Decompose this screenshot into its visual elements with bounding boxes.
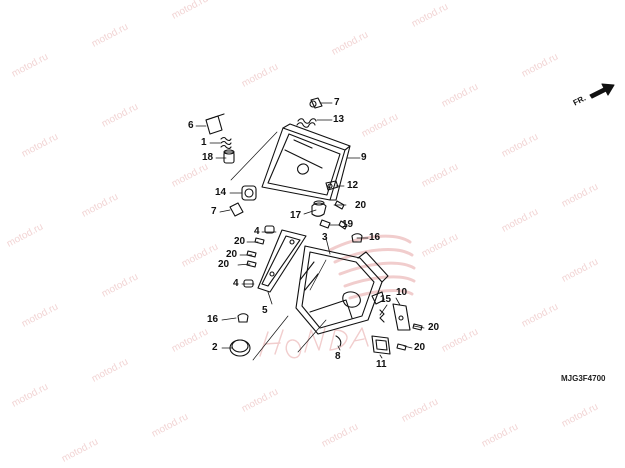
callout-9: 9 [361, 152, 367, 163]
callout-4: 4 [254, 226, 260, 237]
assembly-guide-lines [230, 131, 327, 361]
callout-16: 16 [369, 232, 381, 243]
part-10-latch [392, 303, 411, 331]
part-15-clip [379, 309, 385, 323]
part-7-pin-top [309, 97, 323, 109]
callout-7: 7 [334, 97, 340, 108]
callout-1: 1 [201, 137, 207, 148]
part-2-cap [229, 339, 251, 357]
callout-16: 16 [207, 314, 219, 325]
part-20-screws [246, 200, 423, 351]
part-8-seal [335, 335, 342, 347]
callout-8: 8 [335, 351, 341, 362]
part-11-latch [371, 335, 391, 355]
callout-15: 15 [380, 294, 392, 305]
part-13-spring [296, 118, 317, 128]
leader-lines [195, 102, 425, 359]
diagram-code: MJG3F4700 [561, 374, 606, 383]
callout-2: 2 [212, 342, 218, 353]
front-arrow-icon [589, 83, 615, 99]
callout-11: 11 [376, 359, 387, 370]
part-12-clip [325, 180, 339, 191]
part-7-pin-bottom [229, 202, 244, 217]
callout-10: 10 [396, 287, 408, 298]
callout-14: 14 [215, 187, 227, 198]
callout-20: 20 [414, 342, 426, 353]
callout-20: 20 [428, 322, 440, 333]
honda-logo-watermark [328, 234, 416, 300]
part-14-grommet [241, 185, 257, 201]
callout-19: 19 [342, 219, 354, 230]
callout-7: 7 [211, 206, 217, 217]
part-4-sleeves [243, 225, 275, 288]
part-5-bracket [257, 229, 307, 293]
part-3-main-tray [295, 245, 389, 335]
part-18-collar [223, 149, 235, 164]
part-6-knob [205, 113, 225, 135]
callout-18: 18 [202, 152, 214, 163]
callout-13: 13 [333, 114, 345, 125]
callout-20: 20 [218, 259, 230, 270]
callout-4: 4 [233, 278, 239, 289]
part-9-cover-frame [261, 123, 351, 201]
callout-17: 17 [290, 210, 302, 221]
callout-12: 12 [347, 180, 359, 191]
part-16-clips [237, 233, 363, 323]
part-17-damper [311, 200, 327, 217]
callout-3: 3 [322, 232, 328, 243]
callout-20: 20 [355, 200, 367, 211]
honda-wordmark-watermark [259, 327, 369, 359]
callout-6: 6 [188, 120, 194, 131]
callout-20: 20 [226, 249, 238, 260]
part-19-bolt [319, 219, 331, 229]
part-1-spring [220, 136, 232, 150]
callout-20: 20 [234, 236, 246, 247]
callout-5: 5 [262, 305, 268, 316]
